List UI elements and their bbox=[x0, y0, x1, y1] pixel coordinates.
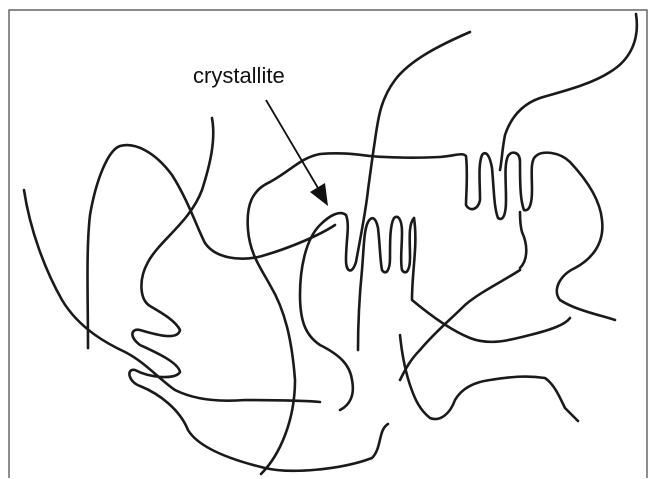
polymer-chain-segment bbox=[520, 212, 526, 268]
crystallite-arrowhead bbox=[310, 183, 328, 206]
polymer-chain-segment bbox=[400, 335, 578, 421]
polymer-chain-segment bbox=[358, 217, 414, 350]
figure-frame bbox=[9, 10, 647, 478]
polymer-chain-segment bbox=[412, 218, 570, 342]
polymer-chain-segment bbox=[88, 145, 336, 348]
polymer-chain-segment bbox=[500, 14, 637, 170]
crystallite-label: crystallite bbox=[193, 63, 285, 88]
polymer-chain-segment bbox=[300, 32, 470, 410]
polymer-chain-segment bbox=[400, 270, 520, 380]
crystallite-leader-line bbox=[266, 100, 318, 188]
polymer-chain-segment bbox=[248, 153, 615, 474]
